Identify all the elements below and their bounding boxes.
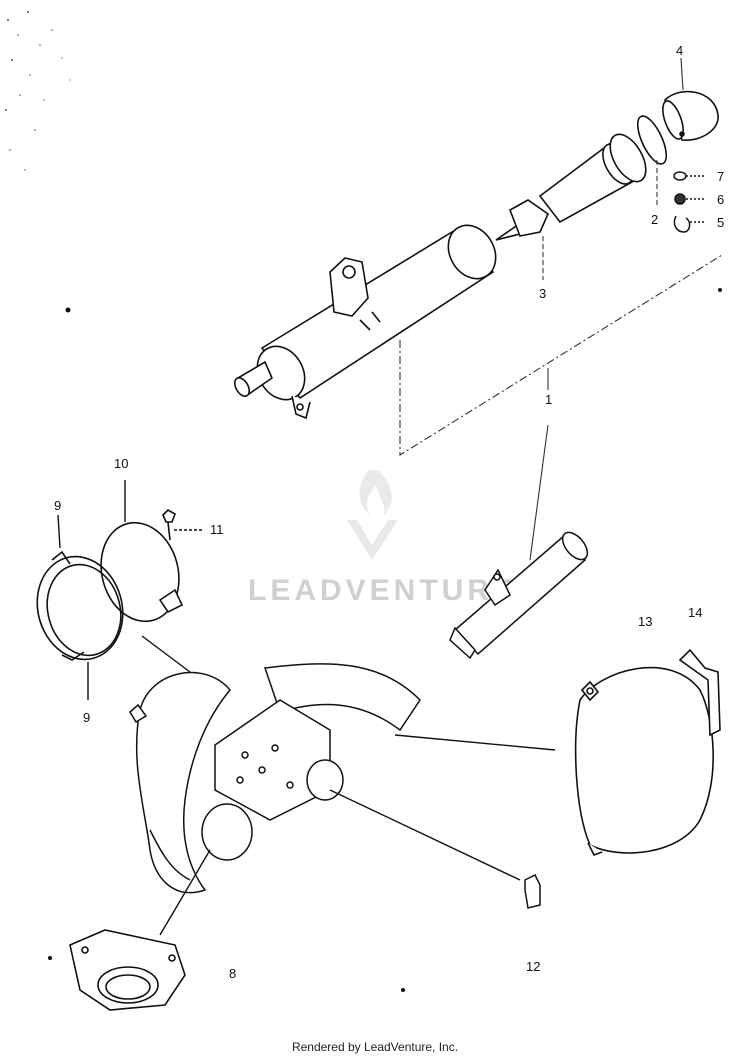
callout-11: 11 <box>210 522 224 537</box>
muffler-body <box>233 224 497 420</box>
callout-4: 4 <box>676 43 683 58</box>
callout-12: 12 <box>526 959 540 974</box>
callout-2: 2 <box>651 212 658 227</box>
watermark-text: LEADVENTURE <box>248 574 517 607</box>
scan-noise <box>5 11 71 171</box>
footer-credit: Rendered by LeadVenture, Inc. <box>291 1040 459 1054</box>
leader-lines-upper <box>399 57 723 561</box>
callout-3: 3 <box>539 286 546 301</box>
callout-8: 8 <box>229 966 236 981</box>
heat-shield <box>574 648 721 857</box>
drain-plug <box>524 873 541 909</box>
callout-1: 1 <box>545 392 552 407</box>
callout-9-top: 9 <box>54 498 61 513</box>
callout-7: 7 <box>717 169 724 184</box>
exhaust-pipe <box>129 531 589 894</box>
small-hardware <box>673 171 704 233</box>
exhaust-flange <box>69 929 186 1011</box>
callout-5: 5 <box>717 215 724 230</box>
clamp-rings <box>36 509 204 661</box>
leader-lines-lower <box>57 480 556 936</box>
spark-arrestor-cone <box>495 133 647 241</box>
end-cap <box>636 90 719 165</box>
callout-10: 10 <box>114 456 128 471</box>
callout-6: 6 <box>717 192 724 207</box>
callout-labels: 1 2 3 4 5 6 7 8 9 9 10 11 12 13 14 <box>54 43 724 981</box>
callout-14: 14 <box>688 605 702 620</box>
watermark-logo <box>347 470 398 560</box>
scan-dots <box>48 288 722 992</box>
callout-9-bottom: 9 <box>83 710 90 725</box>
callout-13: 13 <box>638 614 652 629</box>
